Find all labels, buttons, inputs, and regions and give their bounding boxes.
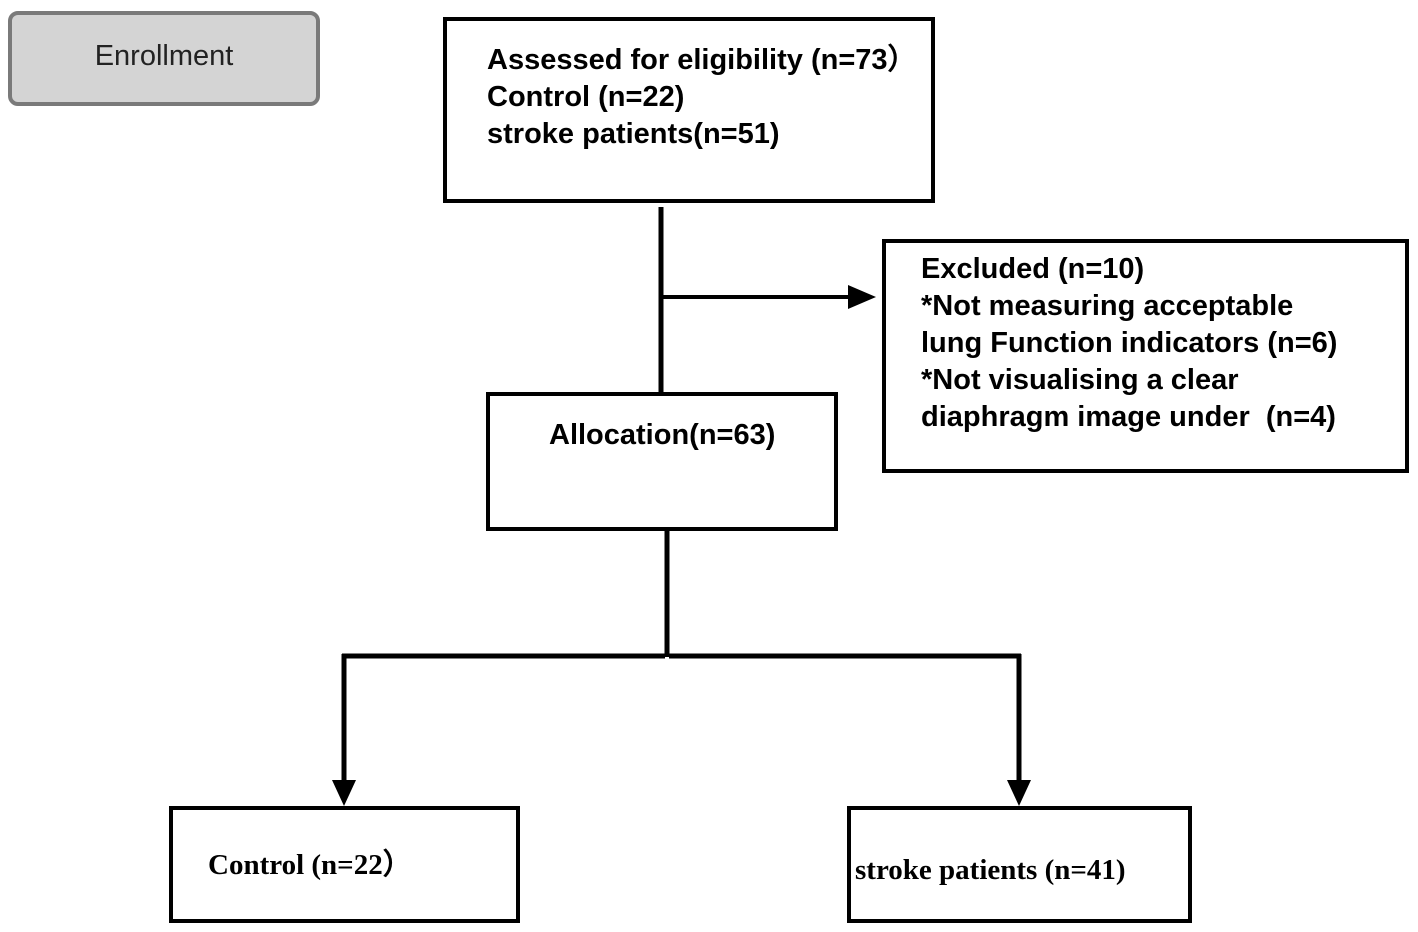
excluded-line-4: *Not visualising a clear — [921, 364, 1239, 396]
stroke-patients-box: stroke patients (n=41) — [847, 806, 1192, 923]
assessed-line-3: stroke patients(n=51) — [487, 118, 780, 150]
arrowhead-stroke — [1007, 780, 1031, 806]
control-label: Control (n=22） — [208, 849, 412, 881]
assessed-line-2: Control (n=22) — [487, 81, 685, 113]
control-group-box: Control (n=22） — [169, 806, 520, 923]
excluded-line-3: lung Function indicators (n=6) — [921, 327, 1338, 359]
excluded-line-2: *Not measuring acceptable — [921, 290, 1294, 322]
excluded-line-1: Excluded (n=10) — [921, 253, 1145, 285]
enrollment-stage-label: Enrollment — [8, 11, 320, 106]
excluded-line-5: diaphragm image under (n=4) — [921, 401, 1336, 433]
excluded-box: Excluded (n=10) *Not measuring acceptabl… — [882, 239, 1409, 473]
assessed-for-eligibility-box: Assessed for eligibility (n=73） Control … — [443, 17, 935, 203]
assessed-line-1: Assessed for eligibility (n=73） — [487, 44, 917, 76]
arrowhead-control — [332, 780, 356, 806]
allocation-box: Allocation(n=63) — [486, 392, 838, 531]
allocation-label: Allocation(n=63) — [549, 419, 776, 451]
stroke-label: stroke patients (n=41) — [855, 854, 1126, 886]
enrollment-label: Enrollment — [94, 40, 234, 72]
arrowhead-excluded — [848, 285, 876, 309]
